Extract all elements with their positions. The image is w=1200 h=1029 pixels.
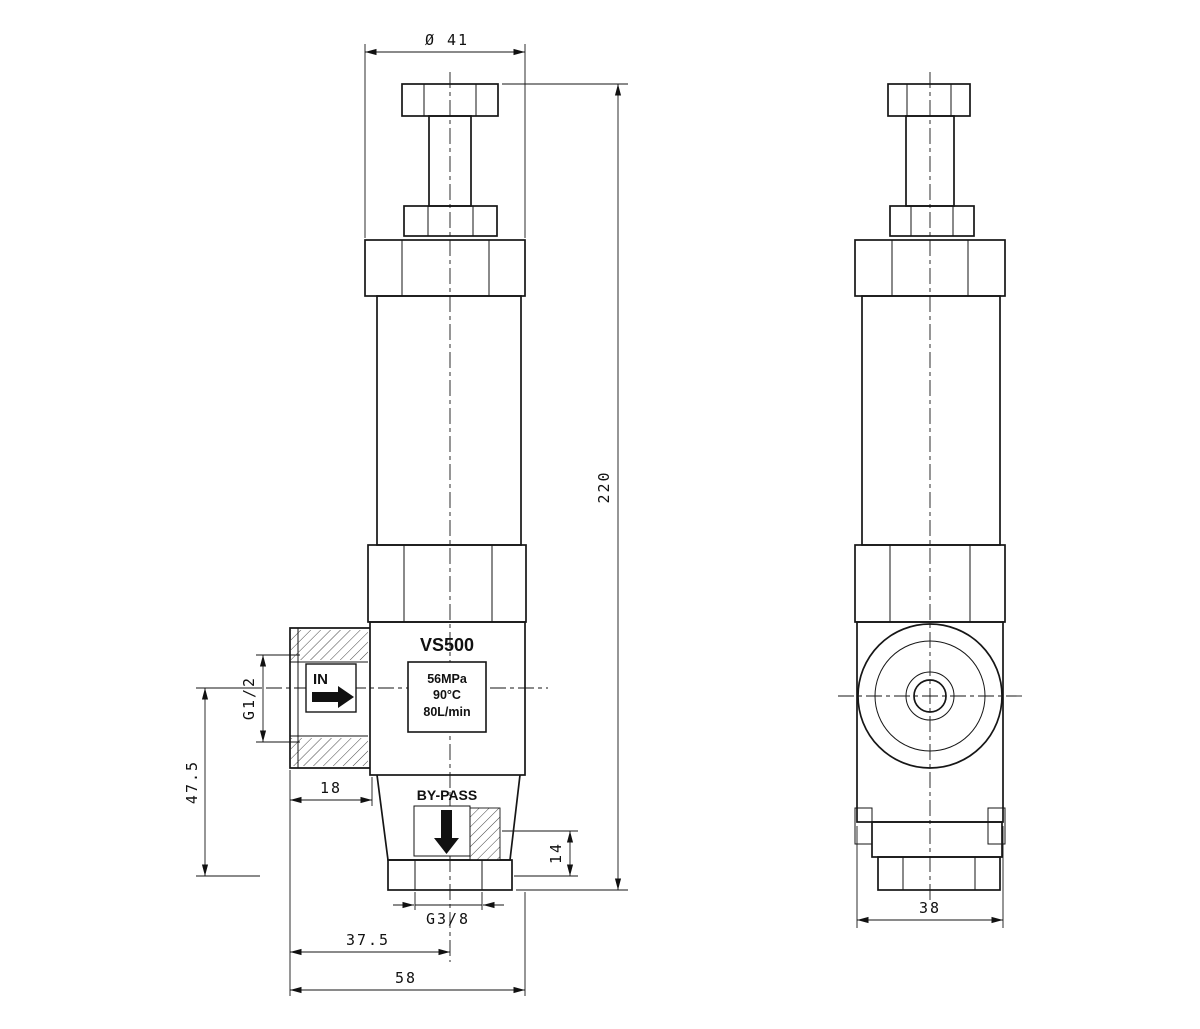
dim-inlet-axis-height: 47.5 [183, 687, 262, 877]
dim-overall-height: 220 [502, 83, 628, 891]
side-port-ring-circle [874, 640, 986, 752]
side-right-tab [987, 807, 1006, 845]
dim-text-body-width: 58 [395, 969, 417, 987]
dim-side-width: 38 [856, 826, 1004, 928]
dim-text-inlet-depth: 18 [320, 779, 342, 797]
dim-text-cap-diameter: Ø 41 [425, 31, 469, 49]
spec-flow: 80L/min [423, 705, 470, 719]
dim-cap-diameter: Ø 41 [364, 31, 526, 238]
dim-body-width: 58 [290, 892, 526, 996]
inlet-label: IN [313, 671, 328, 688]
spec-temperature: 90°C [433, 688, 461, 702]
dim-text-side-width: 38 [919, 899, 941, 917]
bypass-arrow-icon [434, 810, 459, 854]
front-inlet-port [289, 627, 370, 769]
front-bypass-body: BY-PASS [376, 774, 521, 861]
side-view: 38 [838, 72, 1022, 928]
bypass-label: BY-PASS [417, 787, 477, 803]
dim-text-outlet-thread: G3/8 [426, 910, 470, 928]
dim-text-inlet-axis-height: 47.5 [183, 760, 201, 804]
inlet-flow-marker: IN [305, 663, 357, 713]
dim-text-overall-height: 220 [595, 470, 613, 503]
front-locknut [403, 205, 498, 237]
dim-text-face-to-axis: 37.5 [346, 931, 390, 949]
side-bottom-section [854, 807, 1006, 891]
spec-pressure: 56MPa [427, 672, 468, 686]
dim-text-bypass-height: 14 [547, 842, 565, 864]
side-port-counterbore-circle [905, 671, 955, 721]
side-port-boss-circle [857, 623, 1003, 769]
dim-text-inlet-thread: G1/2 [240, 676, 258, 720]
model-label: VS500 [420, 635, 474, 655]
dim-bypass-height: 14 [502, 830, 578, 877]
inlet-arrow-icon [312, 686, 354, 708]
inlet-hatch-top [291, 630, 368, 660]
side-centerlines [838, 72, 1022, 900]
dim-outlet-thread: G3/8 [393, 892, 504, 928]
bypass-hatch [469, 807, 501, 861]
front-valve-body [369, 621, 526, 776]
spec-plate: VS500 56MPa 90°C 80L/min [407, 635, 487, 733]
inlet-hatch-bottom [291, 738, 368, 766]
side-locknut [889, 205, 975, 237]
front-view: IN VS500 56MPa 90°C 80L/min BY-PASS [183, 31, 628, 996]
front-outlet-port [387, 859, 513, 891]
side-port-bore-circle [913, 679, 947, 713]
dim-inlet-thread: G1/2 [240, 654, 300, 743]
dim-inlet-depth: 18 [289, 770, 373, 996]
dim-face-to-axis: 37.5 [290, 931, 450, 956]
